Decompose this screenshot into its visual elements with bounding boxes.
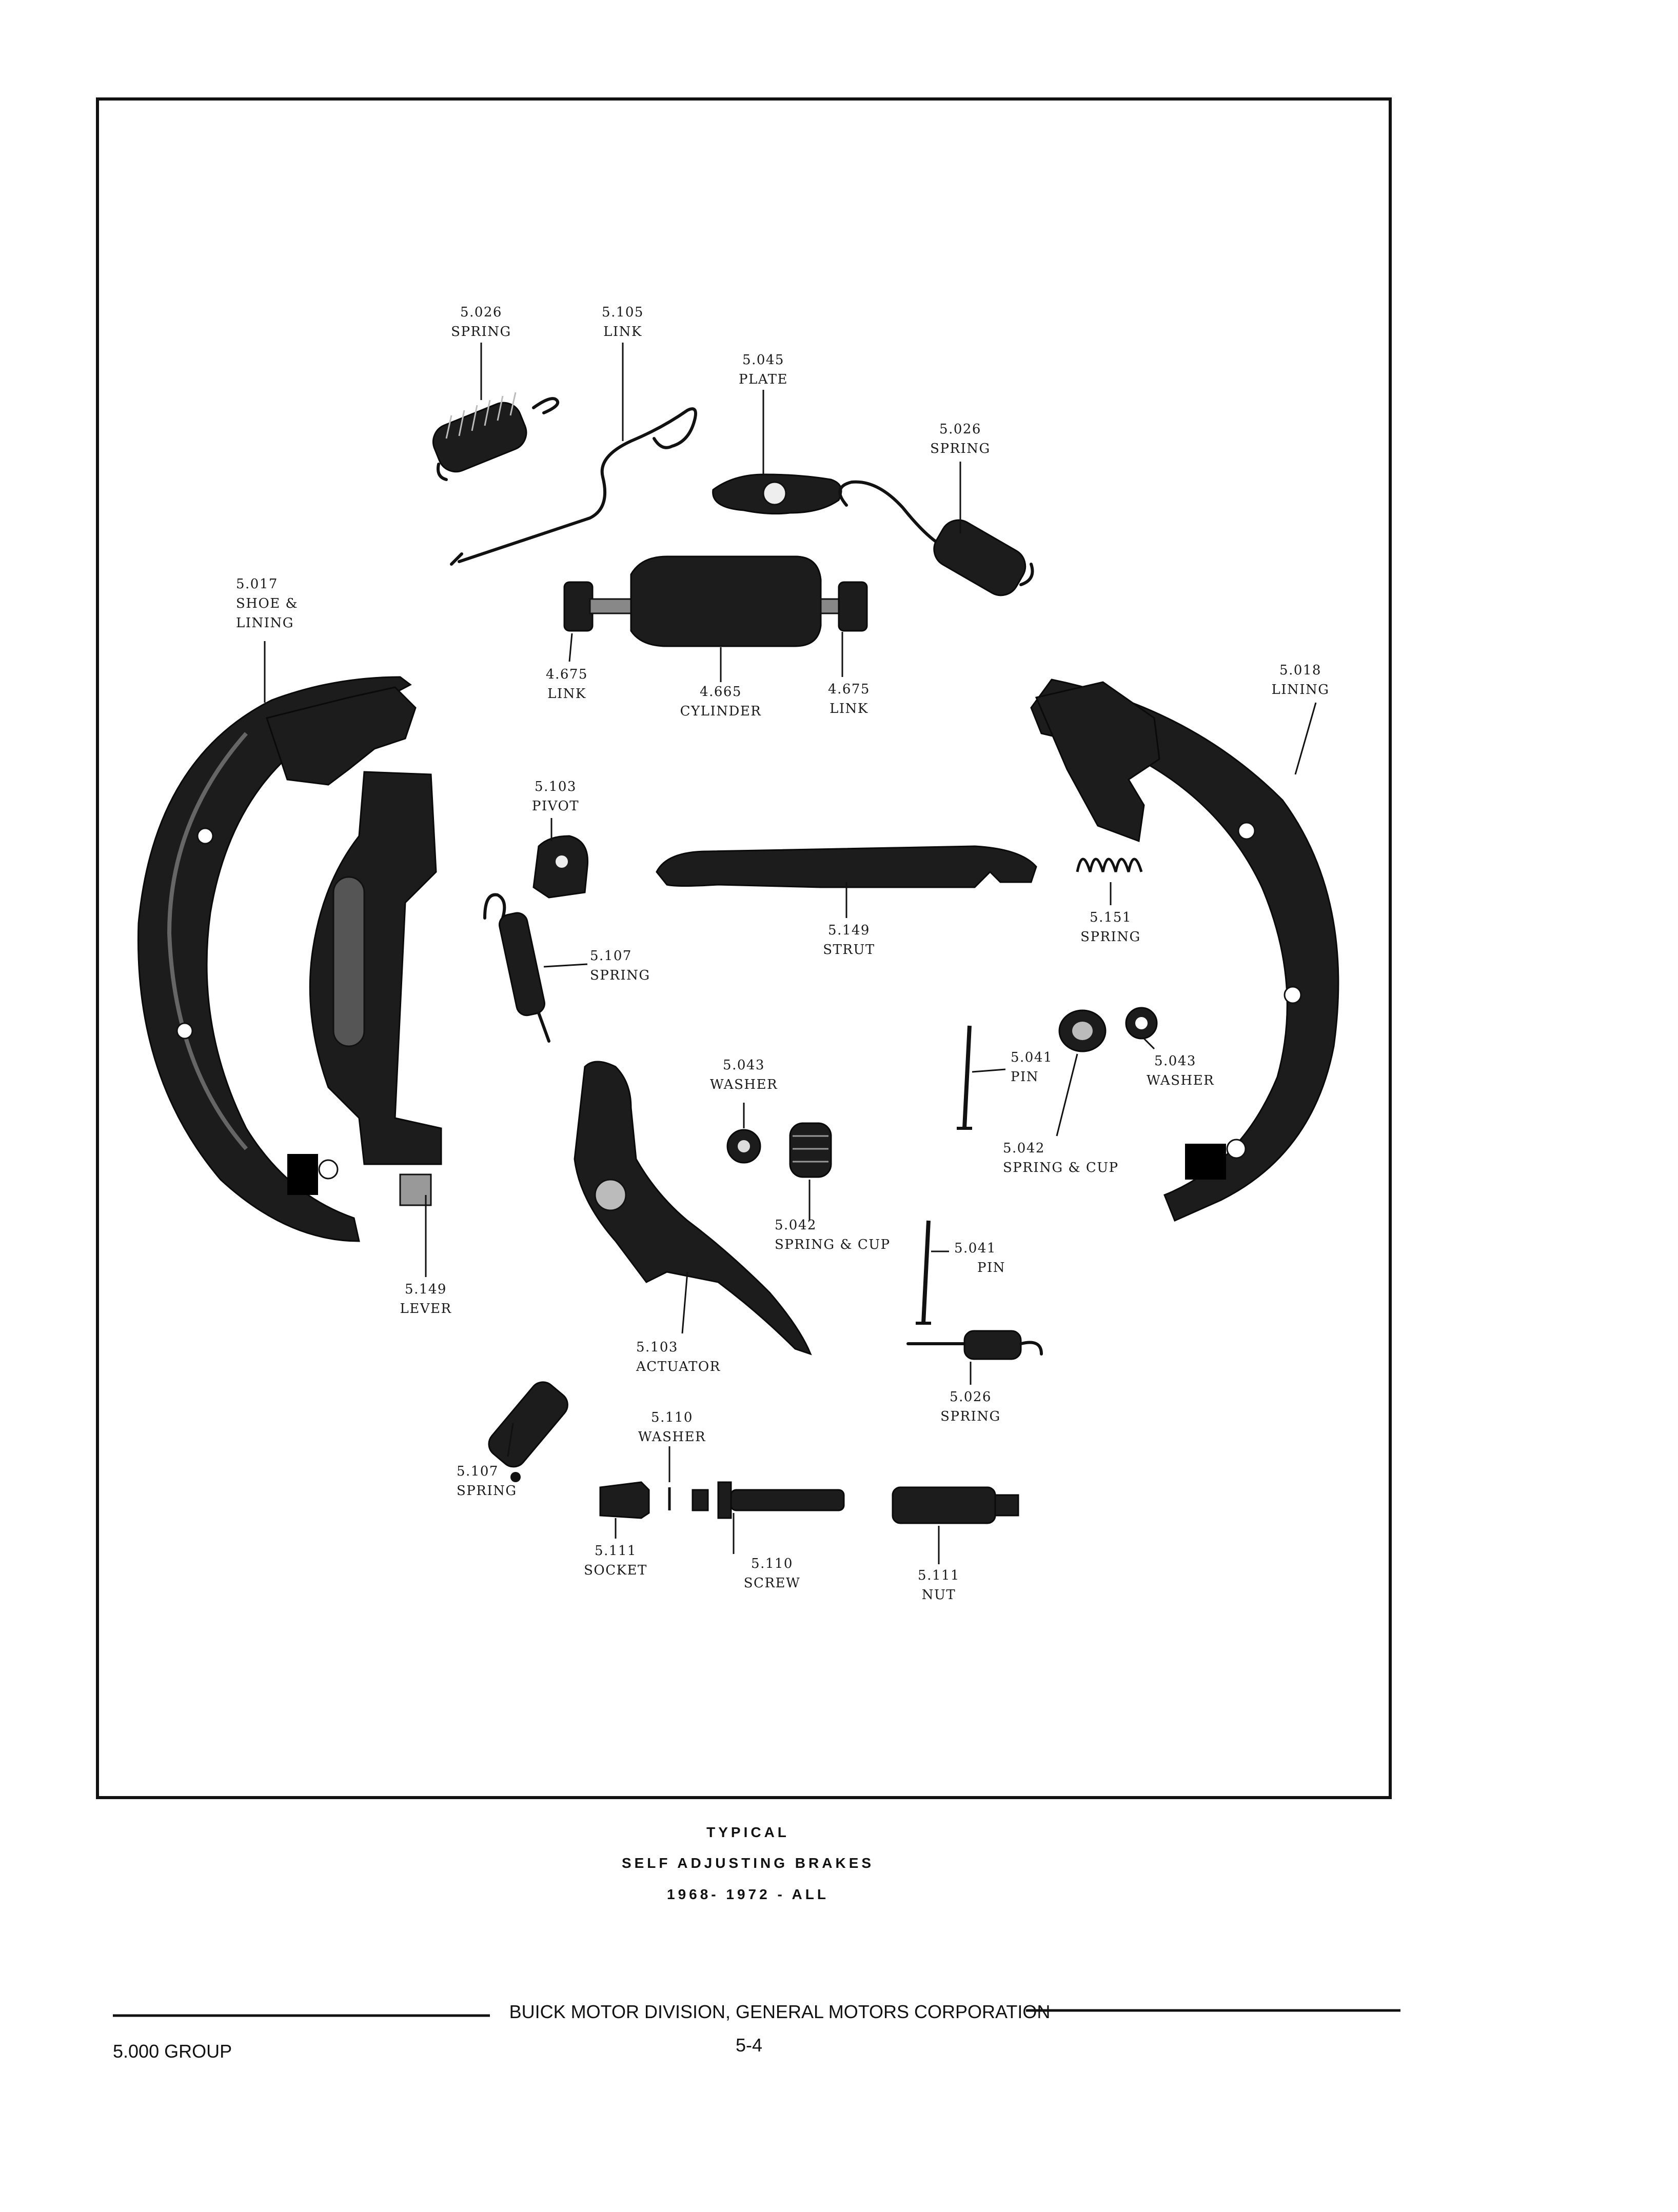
part-number-label: 5.149 xyxy=(405,1282,447,1297)
washer-illustration xyxy=(1125,1007,1158,1040)
caption-line-1: TYPICAL xyxy=(706,1824,789,1840)
part-name-label: PIN xyxy=(1011,1069,1039,1085)
spring-illustration xyxy=(906,1330,1043,1360)
pin-illustration xyxy=(957,1025,972,1130)
publisher-line: BUICK MOTOR DIVISION, GENERAL MOTORS COR… xyxy=(509,2001,1051,2022)
caption-line-2: SELF ADJUSTING BRAKES xyxy=(622,1855,874,1871)
part-number-label: 5.041 xyxy=(954,1241,996,1256)
part-number-label: 5.103 xyxy=(636,1340,678,1355)
part-number-label: 4.675 xyxy=(828,682,870,697)
part-number-label: 4.675 xyxy=(546,667,588,682)
part-number-label: 4.665 xyxy=(700,684,742,700)
part-name-label: LINK xyxy=(830,701,868,716)
part-name-label: LINK xyxy=(547,686,586,702)
part-number-label: 5.105 xyxy=(602,305,644,320)
part-number-label: 5.103 xyxy=(535,779,577,794)
part-number-label: 5.149 xyxy=(828,923,870,938)
part-name-label: SPRING & CUP xyxy=(1003,1160,1119,1175)
part-name-label: WASHER xyxy=(638,1429,706,1445)
group-label: 5.000 GROUP xyxy=(113,2041,232,2062)
part-name-label: SCREW xyxy=(744,1576,800,1591)
spring-illustration xyxy=(838,480,1034,596)
part-name-label: SPRING xyxy=(930,441,991,456)
part-number-label: 5.110 xyxy=(751,1556,793,1571)
washer-illustration xyxy=(726,1129,761,1164)
part-name-label: ACTUATOR xyxy=(636,1359,721,1374)
part-number-label: 5.151 xyxy=(1090,910,1132,925)
part-name-label: SHOE & xyxy=(236,596,298,611)
spring-illustration xyxy=(483,893,550,1043)
pivot-illustration xyxy=(532,835,589,899)
part-name-label: LINK xyxy=(603,324,642,340)
part-name-label: STRUT xyxy=(823,942,875,958)
socket-illustration xyxy=(599,1481,650,1519)
link-illustration xyxy=(450,407,697,566)
plate-illustration xyxy=(712,473,842,515)
part-name-label: SPRING xyxy=(590,968,650,983)
part-number-label: 5.110 xyxy=(651,1410,693,1425)
nut-illustration xyxy=(892,1486,1019,1524)
part-number-label: 5.042 xyxy=(1003,1141,1045,1156)
part-number-label: 5.018 xyxy=(1279,663,1321,678)
part-name-label: WASHER xyxy=(710,1077,778,1092)
part-name-label: PIN xyxy=(977,1260,1005,1276)
leader-lines xyxy=(264,343,1317,1564)
part-name-label: WASHER xyxy=(1147,1073,1214,1088)
part-name-label: SPRING xyxy=(451,324,511,340)
part-number-label: 5.017 xyxy=(236,576,278,592)
part-name-label: CYLINDER xyxy=(680,704,762,719)
screw-illustration xyxy=(692,1481,845,1519)
spring-illustration xyxy=(1076,858,1143,872)
part-number-label: 5.042 xyxy=(775,1218,817,1233)
actuator-illustration xyxy=(574,1061,812,1356)
part-number-label: 5.041 xyxy=(1011,1050,1053,1065)
part-number-label: 5.043 xyxy=(723,1058,765,1073)
part-name-label: LINING xyxy=(236,615,294,631)
part-number-label: 5.107 xyxy=(590,948,632,964)
diagram-frame xyxy=(96,97,1392,1799)
part-name-label: SOCKET xyxy=(584,1563,647,1578)
part-number-label: 5.026 xyxy=(950,1389,992,1405)
wheel-cylinder-illustration xyxy=(563,555,868,647)
part-name-label: NUT xyxy=(922,1587,956,1603)
part-name-label: SPRING xyxy=(940,1409,1001,1424)
spring-cup-illustration xyxy=(1058,1009,1107,1052)
part-name-label: SPRING & CUP xyxy=(775,1237,891,1252)
caption-line-3: 1968- 1972 - ALL xyxy=(667,1886,829,1902)
strut-illustration xyxy=(656,845,1037,888)
part-number-label: 5.043 xyxy=(1154,1053,1196,1069)
spring-illustration xyxy=(432,392,560,481)
spring-cup-illustration xyxy=(789,1122,832,1178)
part-number-label: 5.045 xyxy=(742,352,784,368)
part-number-label: 5.107 xyxy=(457,1464,499,1479)
part-name-label: LEVER xyxy=(400,1301,451,1317)
part-number-label: 5.111 xyxy=(595,1543,637,1559)
left-brake-shoe-illustration xyxy=(137,676,417,1242)
lever-illustration xyxy=(309,771,442,1206)
part-name-label: PIVOT xyxy=(532,799,579,814)
right-brake-shoe-illustration xyxy=(1030,679,1339,1222)
spring-illustration xyxy=(488,1381,568,1482)
part-name-label: PLATE xyxy=(739,372,788,387)
part-number-label: 5.026 xyxy=(460,305,502,320)
part-name-label: SPRING xyxy=(1080,929,1141,945)
page-number: 5-4 xyxy=(736,2035,762,2056)
pin-illustration xyxy=(916,1220,931,1325)
part-name-label: SPRING xyxy=(457,1483,517,1499)
part-number-label: 5.026 xyxy=(939,422,981,437)
part-name-label: LINING xyxy=(1271,682,1329,698)
part-number-label: 5.111 xyxy=(918,1568,960,1583)
